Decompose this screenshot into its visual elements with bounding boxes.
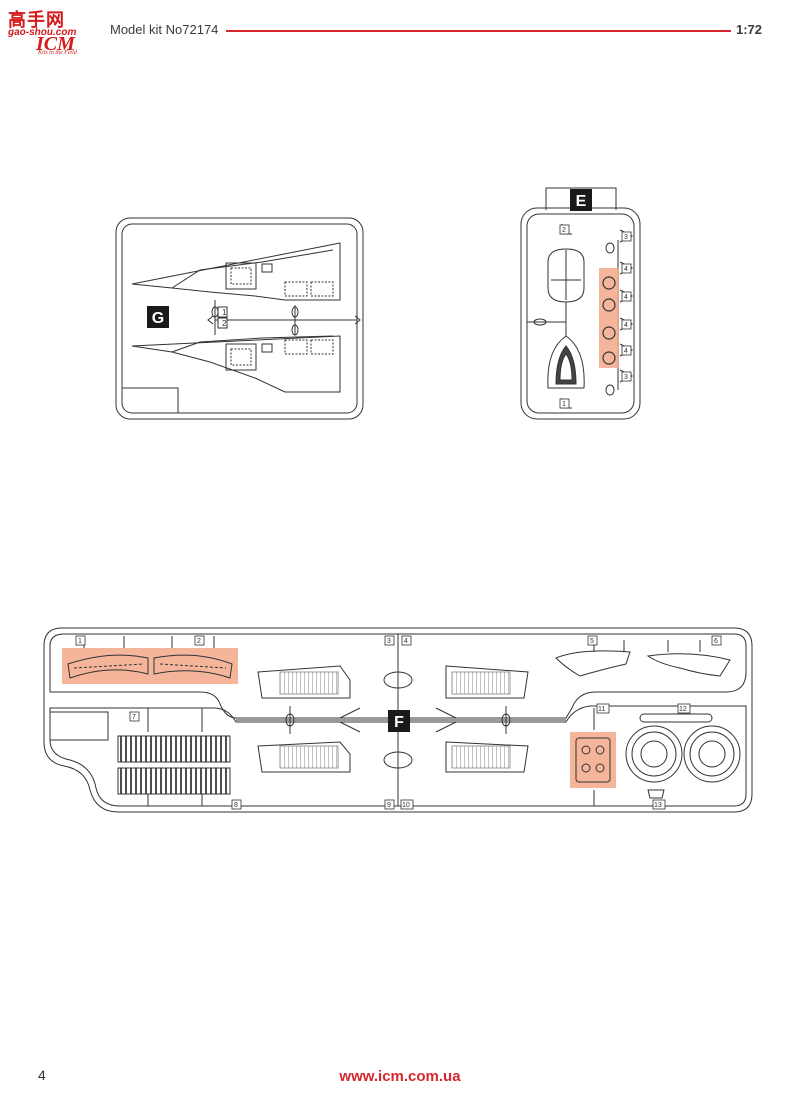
f-gear-door-right (646, 653, 731, 677)
f-label-6: 6 (714, 638, 718, 645)
e-part-4b (602, 298, 616, 312)
logo-brand: ICM (36, 33, 75, 55)
sprue-f-label-box (388, 710, 410, 732)
e-label-3b: 3 (624, 374, 628, 381)
icm-logo: 高手网 gao-shou.com ICM Kits in the Field (6, 6, 98, 60)
logo-tagline: Kits in the Field (38, 50, 77, 56)
f-label-4: 4 (404, 638, 408, 645)
f-label-3: 3 (387, 638, 391, 645)
f-wheel-well-c (445, 665, 529, 699)
f-label-10: 10 (402, 802, 410, 809)
f-wheel-well-a (257, 665, 351, 699)
sprue-e-highlight (599, 268, 619, 368)
f-grille-lower (117, 767, 231, 795)
f-label-8: 8 (234, 802, 238, 809)
f-wheel-well-d (445, 741, 529, 773)
e-label-3a: 3 (624, 234, 628, 241)
e-part-4c (602, 326, 616, 340)
e-part-4a (602, 276, 616, 290)
page-number: 4 (38, 1067, 46, 1083)
e-label-2: 2 (562, 227, 566, 234)
kit-title: Model kit No72174 (110, 22, 219, 37)
f-wheel-right (683, 725, 741, 783)
e-label-1: 1 (562, 401, 566, 408)
logo-site-name: 高手网 (8, 10, 65, 31)
e-part-4d (602, 351, 616, 365)
sprue-f-letter: F (394, 714, 404, 731)
f-label-11: 11 (598, 706, 605, 713)
f-label-12: 12 (679, 706, 687, 713)
sprue-g (115, 217, 364, 420)
sprue-g-letter: G (152, 310, 164, 327)
canopy-part (547, 248, 585, 303)
sprue-g-part-1: 1 (222, 308, 227, 317)
footer-url[interactable]: www.icm.com.ua (339, 1068, 461, 1085)
sprue-e-label-box (570, 189, 592, 211)
f-wheel-well-b (257, 741, 351, 773)
header-rule (226, 30, 731, 32)
f-label-9: 9 (387, 802, 391, 809)
sprue-e-letter: E (576, 193, 587, 210)
f-label-1: 1 (78, 638, 82, 645)
wing-panel-lower (131, 335, 341, 393)
cockpit-part (547, 335, 585, 389)
e-label-4a: 4 (624, 266, 628, 273)
f-grille-upper (117, 735, 231, 763)
sprue-e (520, 187, 641, 420)
f-label-5: 5 (590, 638, 594, 645)
sprue-g-part-2: 2 (222, 319, 227, 328)
e-label-4c: 4 (624, 322, 628, 329)
f-label-2: 2 (197, 638, 201, 645)
f-label-7: 7 (132, 714, 136, 721)
logo-domain: gao-shou.com (8, 27, 77, 38)
kit-scale: 1:72 (736, 22, 763, 37)
sprue-f (43, 627, 753, 813)
f-label-13: 13 (654, 802, 662, 809)
sprue-f-highlight-block (570, 732, 616, 788)
e-label-4b: 4 (624, 294, 628, 301)
sprue-g-label-box (147, 306, 169, 328)
sprue-f-frame (43, 627, 753, 813)
sprue-f-highlight-strip (62, 648, 238, 684)
e-label-4d: 4 (624, 348, 628, 355)
wing-panel-upper (131, 242, 341, 301)
f-gear-door-left (555, 650, 631, 677)
sprue-g-frame (115, 217, 364, 420)
f-wheel-left (625, 725, 683, 783)
